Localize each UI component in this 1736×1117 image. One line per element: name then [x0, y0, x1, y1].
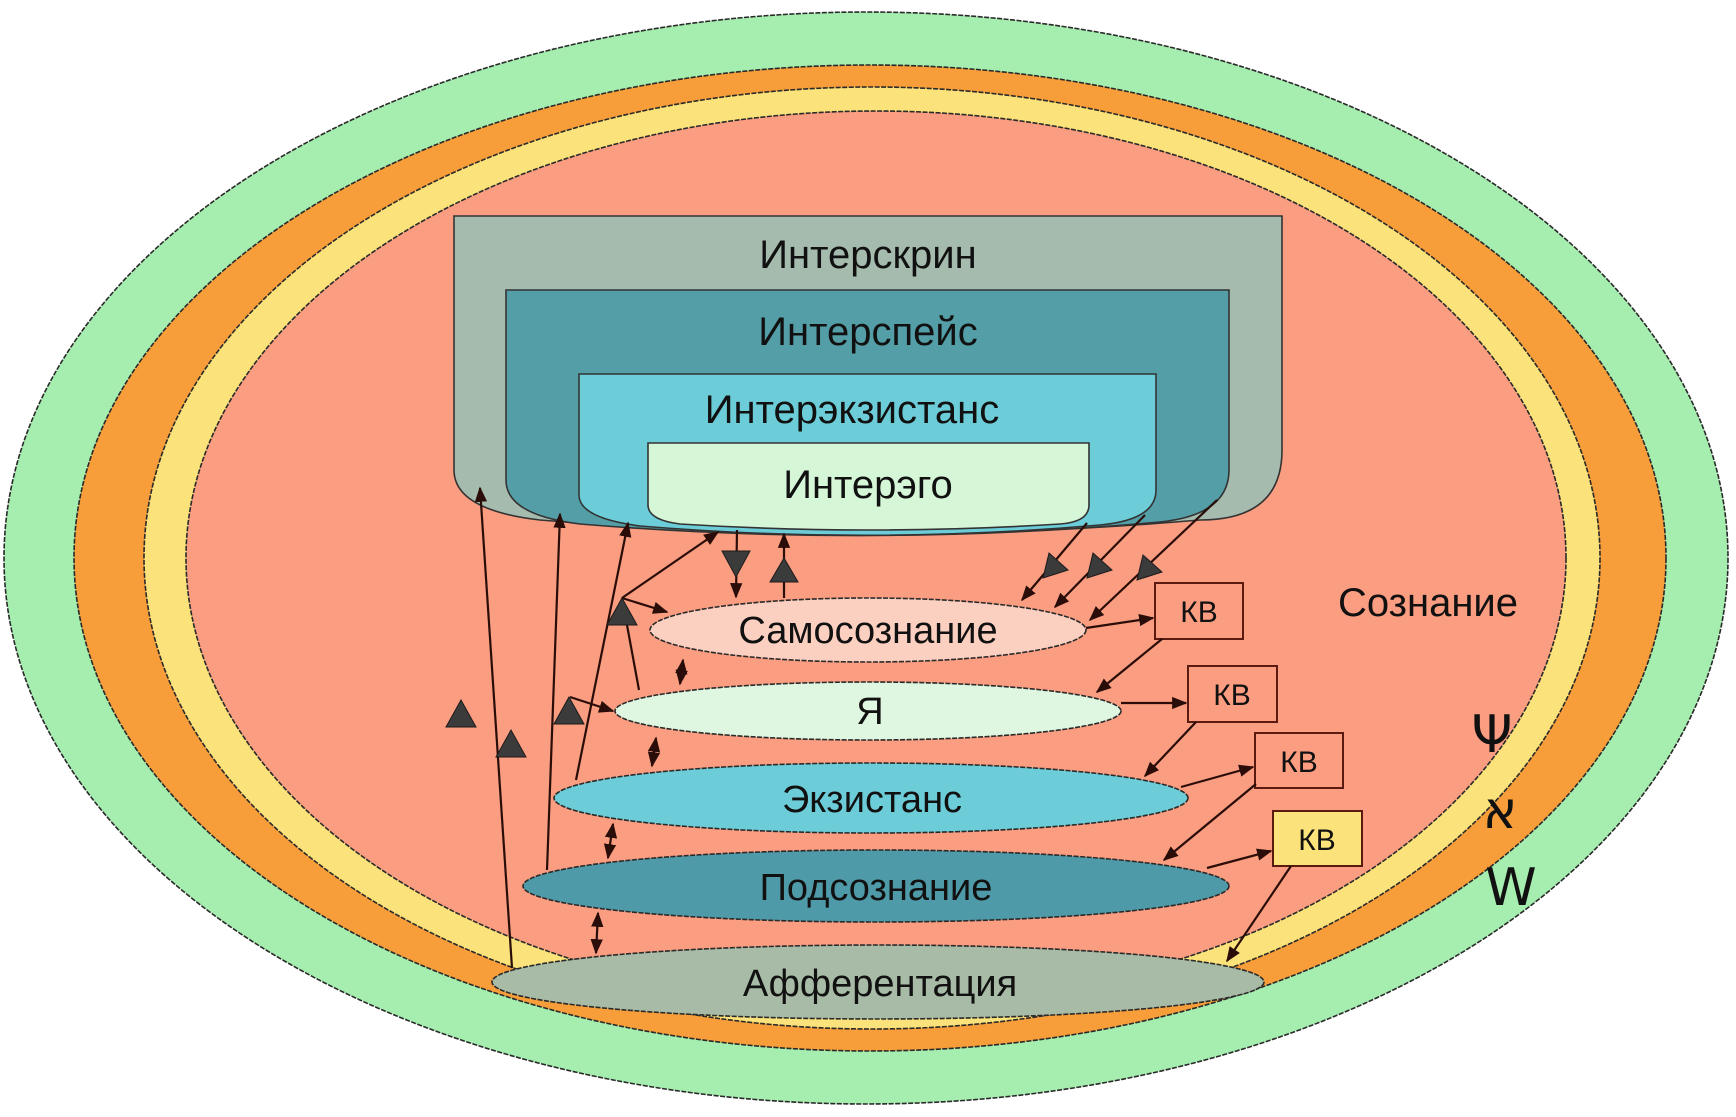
kv-box-3: КВ	[1254, 732, 1344, 789]
triangle-down-interego	[721, 550, 751, 579]
existance-node	[553, 762, 1189, 834]
triangle-diag-2	[1086, 552, 1113, 579]
edge-aff-to-interscreen	[474, 486, 514, 969]
kv-box-4-label: КВ	[1298, 824, 1336, 857]
interexistance-label: Интерэкзистанс	[705, 388, 999, 432]
edge-sub-to-interspace	[545, 512, 566, 871]
psi-symbol: Ψ	[1472, 705, 1513, 765]
edge-kv3-to-sub	[1162, 783, 1257, 861]
interspace-label: Интерспейс	[758, 310, 977, 354]
edge-sub-to-kv4	[1206, 848, 1273, 870]
subconscious-label: Подсознание	[760, 867, 993, 909]
edge-ex-to-interexistance	[574, 521, 632, 781]
edge-sub-aff	[590, 911, 604, 955]
interego-box	[647, 442, 1090, 531]
subconscious-node	[522, 849, 1230, 923]
kv-box-1: КВ	[1154, 582, 1244, 640]
triangle-diag-1	[1042, 552, 1069, 579]
kv-box-4: КВ	[1272, 810, 1363, 867]
triangle-up-3	[553, 695, 585, 725]
edge-interspace-desc	[1088, 499, 1218, 622]
interego-label: Интерэго	[783, 463, 953, 507]
edges	[474, 486, 1292, 969]
consciousness-label: Сознание	[1338, 581, 1518, 625]
triangle-up-2	[495, 728, 527, 758]
triangles	[445, 550, 1163, 758]
edge-ex-to-kv3	[1180, 764, 1255, 789]
existance-label: Экзистанс	[782, 779, 962, 821]
edge-branch-to-ya	[569, 695, 615, 713]
afferentation-label: Афферентация	[743, 963, 1017, 1005]
ya-label: Я	[856, 691, 883, 733]
kv-box-3-label: КВ	[1280, 746, 1318, 779]
triangle-up-1	[445, 698, 477, 728]
edge-self-to-kv1	[1085, 613, 1155, 630]
afferentation-node	[491, 944, 1265, 1020]
edge-self-ya	[675, 658, 688, 686]
edge-branch-to-self	[621, 596, 669, 614]
edge-kv2-to-ex	[1143, 721, 1197, 778]
aleph-symbol: א	[1483, 781, 1518, 841]
edge-kv4-to-aff	[1226, 865, 1292, 963]
interscreen-label: Интерскрин	[759, 233, 976, 277]
kv-box-1-label: КВ	[1180, 596, 1218, 629]
edge-ya-ex	[647, 736, 661, 768]
triangle-up-4	[606, 596, 638, 626]
edge-branch-to-interego	[621, 531, 720, 599]
triangle-up-interego	[769, 557, 799, 583]
selfconsciousness-node	[649, 597, 1087, 663]
edge-kv1-to-ya	[1095, 638, 1163, 693]
triangle-diag-3	[1136, 554, 1163, 581]
kv-box-2: КВ	[1187, 665, 1278, 723]
ya-node	[614, 681, 1122, 741]
w-symbol: W	[1485, 858, 1536, 918]
edge-ex-sub	[603, 822, 618, 860]
kv-box-2-label: КВ	[1213, 679, 1251, 712]
selfconsciousness-label: Самосознание	[738, 610, 997, 652]
